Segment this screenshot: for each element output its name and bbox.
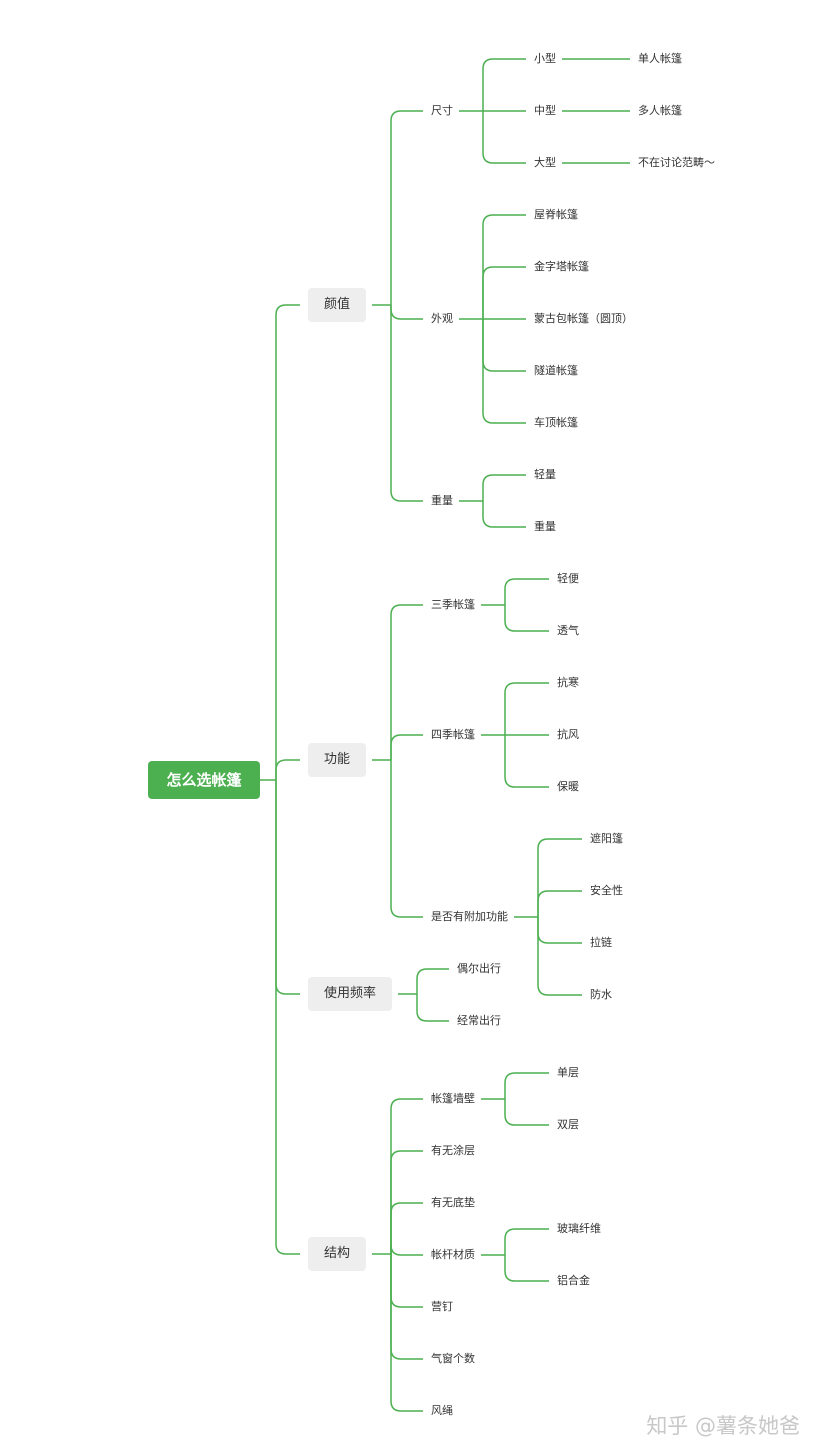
node-heavy: 重量: [534, 520, 556, 533]
watermark: 知乎 @薯条她爸: [646, 1414, 800, 1438]
connector-line: [416, 994, 449, 1022]
node-pole: 帐杆材质: [431, 1248, 475, 1261]
node-frequency: 使用频率: [308, 977, 392, 1011]
connector-line: [537, 917, 582, 996]
node-out-of-scope: 不在讨论范畴～: [638, 156, 715, 169]
node-aluminum: 铝合金: [557, 1274, 590, 1287]
node-single: 单人帐篷: [638, 52, 682, 65]
connector-line: [537, 890, 582, 917]
connector-line: [482, 501, 526, 528]
node-guyline: 风绳: [431, 1404, 453, 1417]
connector-line: [275, 780, 300, 995]
node-medium: 中型: [534, 104, 556, 117]
node-three-season: 三季帐篷: [431, 598, 475, 611]
node-frequent: 经常出行: [457, 1014, 501, 1027]
node-yurt: 蒙古包帐篷（圆顶）: [534, 312, 633, 325]
connector-line: [275, 304, 300, 780]
node-single-layer: 单层: [557, 1066, 579, 1079]
connector-line: [537, 838, 582, 917]
connector-line: [482, 319, 526, 424]
connector-line: [416, 968, 449, 994]
node-breathable: 透气: [557, 624, 579, 637]
node-small: 小型: [534, 52, 556, 65]
connector-line: [504, 735, 549, 788]
connector-line: [390, 1202, 423, 1254]
connector-line: [390, 760, 423, 918]
connector-line: [482, 58, 526, 111]
node-vents: 气窗个数: [431, 1352, 475, 1365]
node-occasional: 偶尔出行: [457, 962, 501, 975]
node-double-layer: 双层: [557, 1118, 579, 1131]
connector-line: [390, 305, 423, 320]
node-coating: 有无涂层: [431, 1144, 475, 1157]
node-cold: 抗寒: [557, 676, 579, 689]
connector-line: [504, 682, 549, 735]
connector-line: [390, 734, 423, 760]
node-function: 功能: [308, 743, 366, 777]
root-node: 怎么选帐篷: [148, 761, 260, 799]
node-extras: 是否有附加功能: [431, 910, 508, 923]
connector-line: [504, 605, 549, 632]
connector-line: [482, 214, 526, 319]
connector-line: [504, 578, 549, 605]
node-zipper: 拉链: [590, 936, 612, 949]
connector-line: [482, 474, 526, 501]
connector-line: [482, 111, 526, 164]
node-warm: 保暖: [557, 780, 579, 793]
node-light: 轻量: [534, 468, 556, 481]
node-waterproof: 防水: [590, 988, 612, 1001]
connector-line: [390, 110, 423, 305]
connector-line: [275, 759, 300, 780]
node-tunnel: 隧道帐篷: [534, 364, 578, 377]
node-safety: 安全性: [590, 884, 623, 897]
connector-line: [390, 1098, 423, 1254]
node-looks: 外观: [431, 312, 453, 325]
connector-line: [504, 1099, 549, 1126]
node-rooftop: 车顶帐篷: [534, 416, 578, 429]
connector-line: [390, 604, 423, 760]
connector-line: [482, 266, 526, 319]
node-multi: 多人帐篷: [638, 104, 682, 117]
node-portable: 轻便: [557, 572, 579, 585]
node-yanzhi: 颜值: [308, 288, 366, 322]
node-stakes: 营钉: [431, 1300, 453, 1313]
connector-line: [504, 1072, 549, 1099]
node-size: 尺寸: [431, 104, 453, 117]
node-weight: 重量: [431, 494, 453, 507]
node-structure: 结构: [308, 1237, 366, 1271]
connector-line: [537, 917, 582, 944]
connector-line: [275, 780, 300, 1255]
node-four-season: 四季帐篷: [431, 728, 475, 741]
connector-line: [390, 1254, 423, 1308]
node-wall: 帐篷墙壁: [431, 1092, 475, 1105]
connector-line: [390, 305, 423, 502]
node-awning: 遮阳篷: [590, 832, 623, 845]
connector-line: [390, 1254, 423, 1412]
connector-line: [504, 1228, 549, 1255]
connector-line: [390, 1244, 423, 1256]
connector-line: [390, 1150, 423, 1254]
node-fiberglass: 玻璃纤维: [557, 1222, 601, 1235]
node-wind: 抗风: [557, 728, 579, 741]
node-groundsheet: 有无底垫: [431, 1196, 475, 1209]
node-large: 大型: [534, 156, 556, 169]
connector-line: [482, 319, 526, 372]
node-ridge: 屋脊帐篷: [534, 208, 578, 221]
connector-line: [504, 1255, 549, 1282]
node-pyramid: 金字塔帐篷: [534, 260, 589, 273]
